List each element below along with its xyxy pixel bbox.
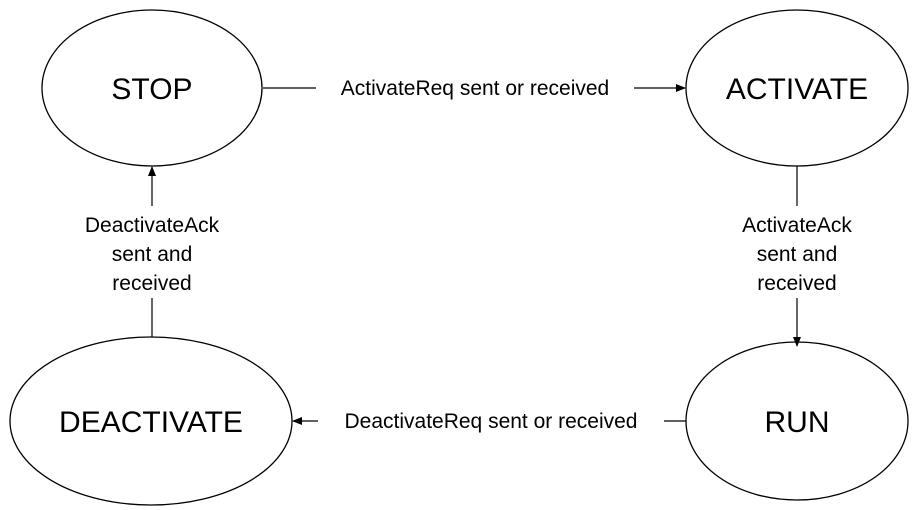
state-activate: ACTIVATE <box>685 9 909 167</box>
state-stop: STOP <box>41 9 263 167</box>
transition-label: DeactivateAck <box>85 214 220 237</box>
transition-label: ActivateAck <box>742 214 852 237</box>
state-deactivate: DEACTIVATE <box>9 336 293 506</box>
transition-label: received <box>757 272 836 295</box>
state-stop-label: STOP <box>111 73 192 106</box>
state-activate-label: ACTIVATE <box>726 73 868 106</box>
transition-label: sent and <box>112 243 193 266</box>
transition-deactivate-to-stop: DeactivateAck sent and received <box>85 166 220 337</box>
transition-label: sent and <box>757 243 838 266</box>
transition-label: received <box>112 272 191 295</box>
transition-label: DeactivateReq sent or received <box>345 410 638 433</box>
transition-label: ActivateReq sent or received <box>341 77 609 100</box>
transition-activate-to-run: ActivateAck sent and received <box>742 166 852 347</box>
transition-stop-to-activate: ActivateReq sent or received <box>263 77 686 100</box>
state-run: RUN <box>685 341 909 501</box>
transition-run-to-deactivate: DeactivateReq sent or received <box>292 410 686 433</box>
state-run-label: RUN <box>765 406 830 439</box>
state-deactivate-label: DEACTIVATE <box>59 406 243 439</box>
